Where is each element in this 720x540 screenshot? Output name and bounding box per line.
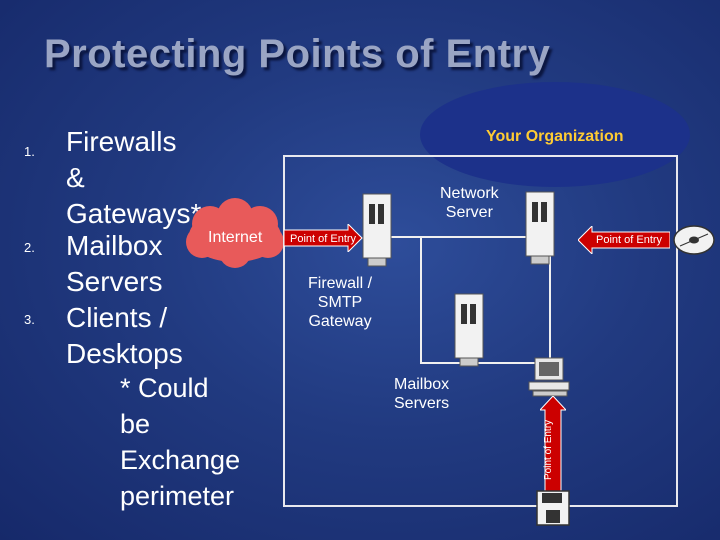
- floppy-disk-icon: [536, 490, 570, 526]
- organization-ellipse: [420, 82, 690, 187]
- point-of-entry-arrow-bottom: [540, 396, 566, 494]
- network-line: [549, 236, 551, 366]
- network-line: [420, 236, 422, 364]
- point-of-entry-left-label: Point of Entry: [290, 233, 357, 245]
- firewall-gateway-label: Firewall / SMTP Gateway: [308, 275, 373, 330]
- server-icon: [454, 293, 484, 367]
- list-number-3: 3.: [24, 312, 35, 327]
- cloud-icon: [186, 198, 284, 268]
- network-line: [420, 362, 550, 364]
- point-of-entry-right-label: Point of Entry: [596, 234, 663, 246]
- slide-title: Protecting Points of Entry: [44, 32, 551, 76]
- list-item-1: Firewalls & Gateways*: [66, 126, 202, 229]
- internet-label: Internet: [208, 229, 263, 246]
- list-footnote: * Could be Exchange perimeter: [120, 373, 241, 511]
- point-of-entry-bottom-label: Point of Entry: [543, 419, 554, 480]
- organization-label: Your Organization: [486, 128, 624, 145]
- list-number-1: 1.: [24, 144, 35, 159]
- network-server-label: Network Server: [440, 185, 499, 221]
- point-of-entry-arrow-right: [578, 226, 670, 254]
- list-item-2: Mailbox Servers: [66, 230, 163, 297]
- mailbox-servers-label: Mailbox Servers: [394, 376, 450, 412]
- server-icon: [362, 193, 392, 267]
- cd-disc-icon: [673, 225, 715, 255]
- server-icon: [525, 191, 555, 265]
- organization-boundary: [283, 155, 678, 507]
- list-number-2: 2.: [24, 240, 35, 255]
- network-line: [376, 236, 551, 238]
- list-item-3: Clients / Desktops: [66, 302, 183, 369]
- desktop-computer-icon: [528, 357, 570, 397]
- point-of-entry-arrow-left: [284, 224, 363, 252]
